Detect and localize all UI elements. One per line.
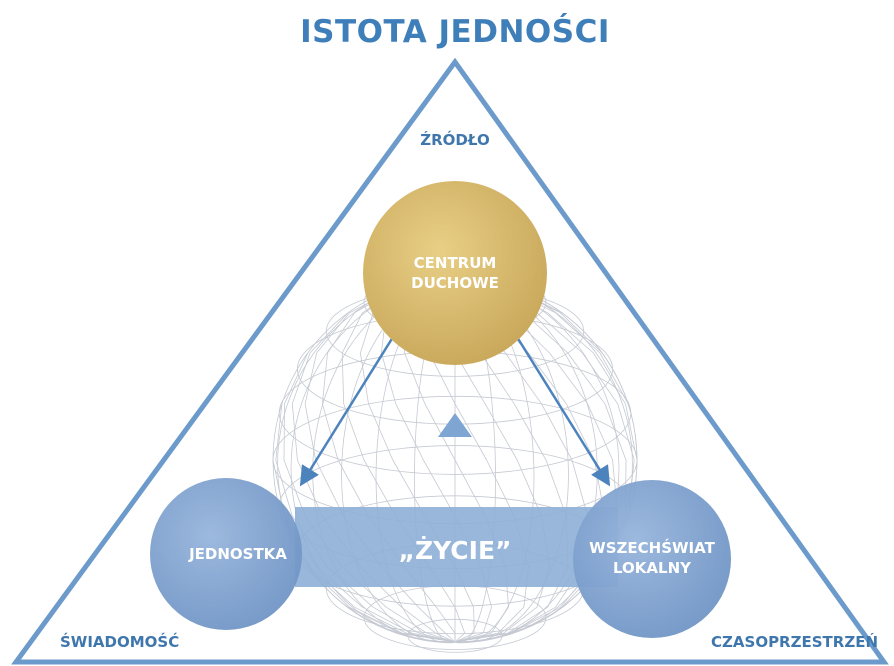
arrow-to-universe bbox=[515, 336, 611, 487]
corner-label-source: ŹRÓDŁO bbox=[420, 130, 489, 149]
individual-node bbox=[150, 478, 302, 630]
arrow-to-individual bbox=[299, 336, 395, 487]
outer-triangle bbox=[11, 57, 889, 665]
life-band-label: „ŻYCIE” bbox=[399, 536, 512, 565]
local-universe-node bbox=[573, 480, 731, 638]
corner-label-spacetime: CZASOPRZESTRZEŃ bbox=[711, 632, 878, 651]
diagram-title: ISTOTA JEDNOŚCI bbox=[300, 13, 610, 50]
spiritual-center-label-line2: DUCHOWE bbox=[411, 274, 499, 292]
local-universe-label-line2: LOKALNY bbox=[613, 559, 692, 577]
corner-label-consciousness: ŚWIADOMOŚĆ bbox=[60, 632, 179, 651]
spiritual-center-node bbox=[363, 181, 547, 365]
individual-label: JEDNOSTKA bbox=[188, 545, 287, 563]
spiritual-center-label-line1: CENTRUM bbox=[414, 254, 497, 272]
life-band bbox=[295, 507, 618, 587]
center-triangle-icon bbox=[438, 413, 472, 437]
local-universe-label-line1: WSZECHŚWIAT bbox=[589, 538, 715, 557]
